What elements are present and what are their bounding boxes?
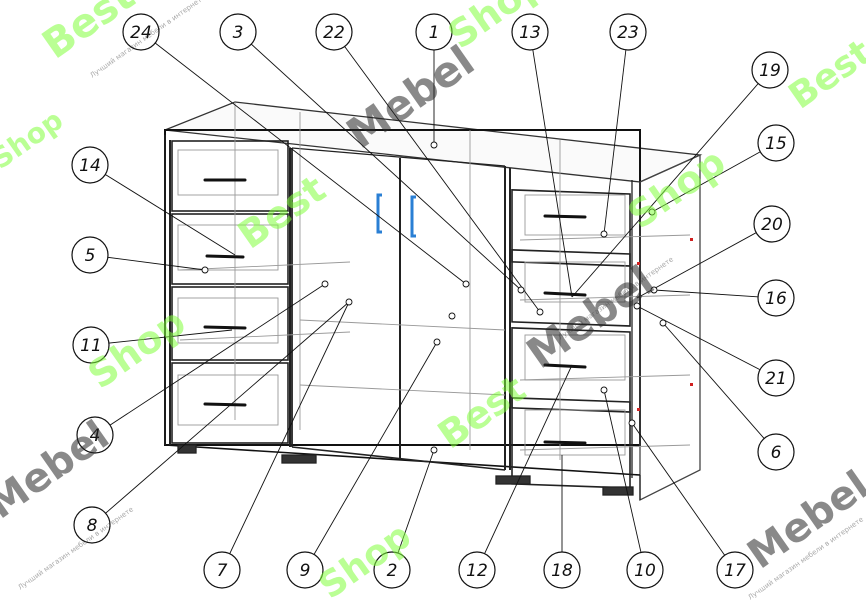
svg-text:4: 4: [90, 426, 101, 446]
svg-text:14: 14: [79, 156, 101, 176]
svg-text:10: 10: [634, 561, 656, 581]
watermark-best-3: Best: [430, 367, 533, 458]
svg-text:21: 21: [765, 369, 787, 389]
callout-8: 8: [73, 506, 111, 544]
callout-20: 20: [753, 205, 791, 243]
svg-text:5: 5: [85, 246, 96, 266]
callout-7: 7: [203, 551, 241, 589]
callout-3: 3: [219, 13, 257, 51]
svg-text:8: 8: [87, 516, 98, 536]
svg-text:19: 19: [759, 61, 781, 81]
callout-13: 13: [511, 13, 549, 51]
callout-9: 9: [286, 551, 324, 589]
callout-2: 2: [373, 551, 411, 589]
svg-text:20: 20: [761, 215, 783, 235]
watermark-best-4: Best: [782, 32, 866, 117]
svg-text:9: 9: [300, 561, 311, 581]
svg-text:24: 24: [130, 23, 152, 43]
svg-text:15: 15: [765, 134, 787, 154]
svg-text:13: 13: [519, 23, 541, 43]
callout-5: 5: [71, 236, 109, 274]
callout-12: 12: [458, 551, 496, 589]
svg-text:23: 23: [617, 23, 639, 43]
callout-23: 23: [609, 13, 647, 51]
callout-1: 1: [415, 13, 453, 51]
svg-text:2: 2: [387, 561, 398, 581]
callout-6: 6: [757, 433, 795, 471]
svg-text:3: 3: [233, 23, 244, 43]
callout-17: 17: [716, 551, 754, 589]
callout-21: 21: [757, 359, 795, 397]
callout-15: 15: [757, 124, 795, 162]
callout-16: 16: [757, 279, 795, 317]
leader-lines: [89, 31, 777, 571]
callout-19: 19: [751, 51, 789, 89]
svg-text:1: 1: [429, 23, 440, 43]
watermark-shop-5: Shop: [0, 103, 69, 176]
svg-text:17: 17: [724, 561, 746, 581]
svg-text:12: 12: [466, 561, 488, 581]
svg-text:7: 7: [217, 561, 228, 581]
callout-22: 22: [315, 13, 353, 51]
callout-18: 18: [543, 551, 581, 589]
svg-text:11: 11: [80, 336, 102, 356]
watermark-shop-3: Shop: [80, 300, 193, 398]
callout-14: 14: [71, 146, 109, 184]
svg-text:16: 16: [765, 289, 787, 309]
watermark-shop-4: Shop: [312, 515, 419, 600]
callout-4: 4: [76, 416, 114, 454]
callout-24: 24: [122, 13, 160, 51]
svg-text:18: 18: [551, 561, 573, 581]
svg-text:6: 6: [771, 443, 782, 463]
svg-text:22: 22: [323, 23, 345, 43]
callout-10: 10: [626, 551, 664, 589]
callout-11: 11: [72, 326, 110, 364]
